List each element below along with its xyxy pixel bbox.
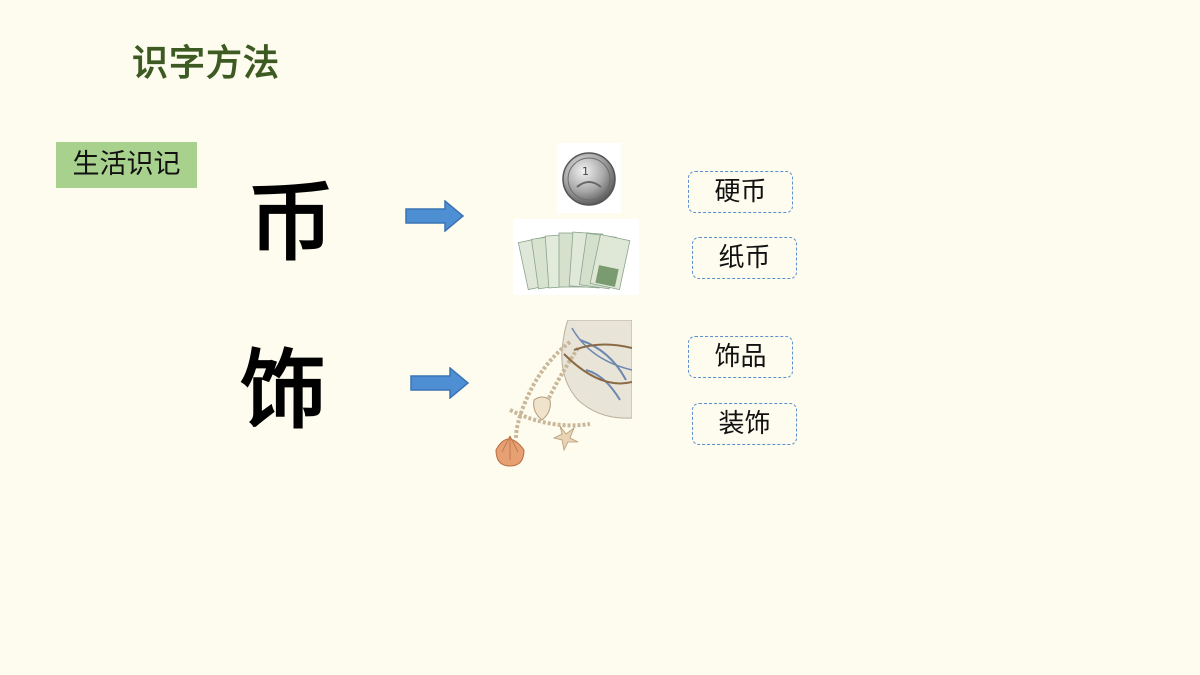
coin-image: 1 [557, 143, 621, 213]
page-title: 识字方法 [132, 43, 281, 84]
right-arrow-icon [405, 200, 465, 232]
word-zhibi: 纸币 [692, 237, 797, 279]
right-arrow-icon [410, 367, 470, 399]
method-tag: 生活识记 [56, 142, 197, 188]
word-zhuangshi: 装饰 [692, 403, 797, 445]
coin-numeral: 1 [582, 165, 589, 178]
character-shi: 饰 [240, 340, 326, 441]
word-shipin: 饰品 [688, 336, 793, 378]
shell-necklace-image [490, 320, 632, 470]
character-bi: 币 [248, 172, 334, 273]
banknotes-image [513, 219, 639, 295]
word-yingbi: 硬币 [688, 171, 793, 213]
